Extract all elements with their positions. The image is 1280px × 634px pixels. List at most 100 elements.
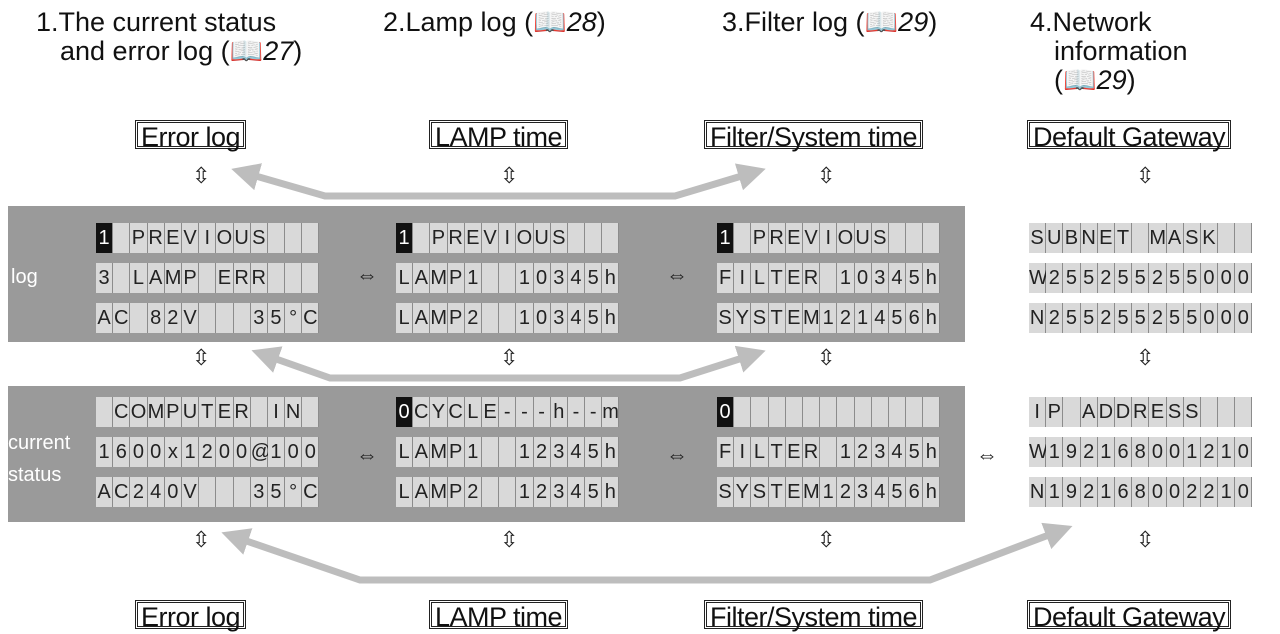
lcd-cell: 1 — [516, 303, 534, 333]
lcd-cell: 2 — [1200, 437, 1219, 467]
lcd-cell: L — [751, 263, 769, 293]
lcd-cell: 0 — [533, 263, 551, 293]
lcd-cell: h — [602, 477, 620, 507]
lcd-cell: N — [1029, 477, 1047, 507]
paren: ( — [1054, 65, 1063, 95]
lcd-cell: Y — [734, 303, 752, 333]
lcd-cell: 8 — [1132, 437, 1150, 467]
lcd-cell — [113, 223, 131, 253]
lcd-cell — [267, 223, 286, 253]
lcd-cell: x — [164, 437, 182, 467]
lcd-cell: ° — [285, 303, 303, 333]
lcd-cell: A — [413, 263, 431, 293]
lcd-cell: 3 — [550, 263, 568, 293]
lcd-cell: 1 — [820, 303, 838, 333]
up-down-arrow-icon: ⇳ — [192, 527, 211, 552]
lcd-cell — [906, 397, 924, 427]
lcd-cell: T — [199, 397, 217, 427]
book-icon: 📖 — [229, 36, 264, 66]
lcd-cell: 5 — [267, 303, 286, 333]
lcd-cell: 2 — [464, 477, 482, 507]
lcd-cell: 2 — [533, 477, 551, 507]
left-right-arrow-icon: ⇔ — [976, 442, 998, 467]
lcd-cell: 3 — [871, 263, 889, 293]
lcd-cell: 5 — [1166, 303, 1184, 333]
lcd-cell — [871, 397, 889, 427]
lcd-cell: 3 — [550, 477, 568, 507]
lcd-cell — [1132, 223, 1150, 253]
lcd-cell: M — [430, 303, 448, 333]
lcd-cell: O — [130, 397, 148, 427]
lcd-cell: 0 — [130, 437, 148, 467]
lcd-cell: 5 — [267, 477, 286, 507]
lcd-cell — [233, 303, 251, 333]
lcd-cell: 3 — [96, 263, 114, 293]
lcd-cell — [413, 223, 431, 253]
lcd-cell — [481, 303, 500, 333]
log-band-label: log — [11, 266, 38, 288]
lcd-cell: U — [854, 223, 872, 253]
lcd-cell: - — [499, 397, 517, 427]
lcd-cell: E — [785, 263, 803, 293]
lcd-cell: S — [250, 223, 268, 253]
section-title-line: 4.Network — [1030, 7, 1152, 37]
lcd-cell: S — [717, 477, 735, 507]
lcd-cell: M — [1149, 223, 1167, 253]
lcd-cell: 3 — [250, 477, 268, 507]
lcd-cell: O — [216, 223, 234, 253]
lcd-cell: Y — [430, 397, 448, 427]
section-title-line: information — [1054, 36, 1188, 66]
lcd-cell: 0 — [302, 437, 320, 467]
lcd-cell: E — [464, 223, 482, 253]
lcd-cell: 1 — [96, 223, 114, 253]
arrow-bottom-band — [221, 522, 1073, 584]
error-log-label-top: Error log — [135, 120, 247, 152]
lcd-cell — [113, 263, 131, 293]
lcd-cell: P — [181, 263, 200, 293]
lcd-cell: B — [1063, 223, 1081, 253]
current-band-label: current — [8, 432, 71, 454]
lcd-cell: 5 — [1132, 263, 1150, 293]
lcd-cell: h — [923, 303, 941, 333]
up-down-arrow-icon: ⇳ — [817, 163, 836, 188]
lcd-cell: 4 — [871, 303, 889, 333]
lcd-cell: 2 — [1149, 303, 1167, 333]
lcd-cell: 0 — [285, 437, 303, 467]
lcd-cell: L — [130, 263, 148, 293]
lcd-cell: P — [447, 263, 465, 293]
lcd-cell: S — [1029, 223, 1047, 253]
lcd-cell — [481, 477, 500, 507]
lcd-cell — [602, 223, 620, 253]
lcd-cell: h — [550, 397, 568, 427]
lcd-cell — [906, 223, 924, 253]
lcd-cell: 5 — [1166, 263, 1184, 293]
paren: ) — [293, 36, 303, 66]
lcd-cell: 6 — [113, 437, 131, 467]
lcd-cell — [199, 477, 217, 507]
lcd-cell: R — [147, 223, 165, 253]
lcd-cell: 4 — [567, 437, 586, 467]
lcd-cell: 2 — [1097, 263, 1115, 293]
lcd-cell: 0 — [1235, 303, 1253, 333]
lcd-cell: - — [585, 397, 603, 427]
lcd-cell: U — [233, 223, 251, 253]
lcd-cell: h — [923, 477, 941, 507]
lcd-cell: R — [802, 263, 821, 293]
lcd-cell: U — [533, 223, 551, 253]
lcd-cell: h — [923, 437, 941, 467]
lcd-cell: L — [396, 263, 414, 293]
lcd-cell: C — [113, 397, 131, 427]
lcd-cell: 3 — [550, 303, 568, 333]
lcd-cell: 1 — [516, 263, 534, 293]
lcd-cell — [499, 477, 517, 507]
lcd-cell: M — [430, 477, 448, 507]
